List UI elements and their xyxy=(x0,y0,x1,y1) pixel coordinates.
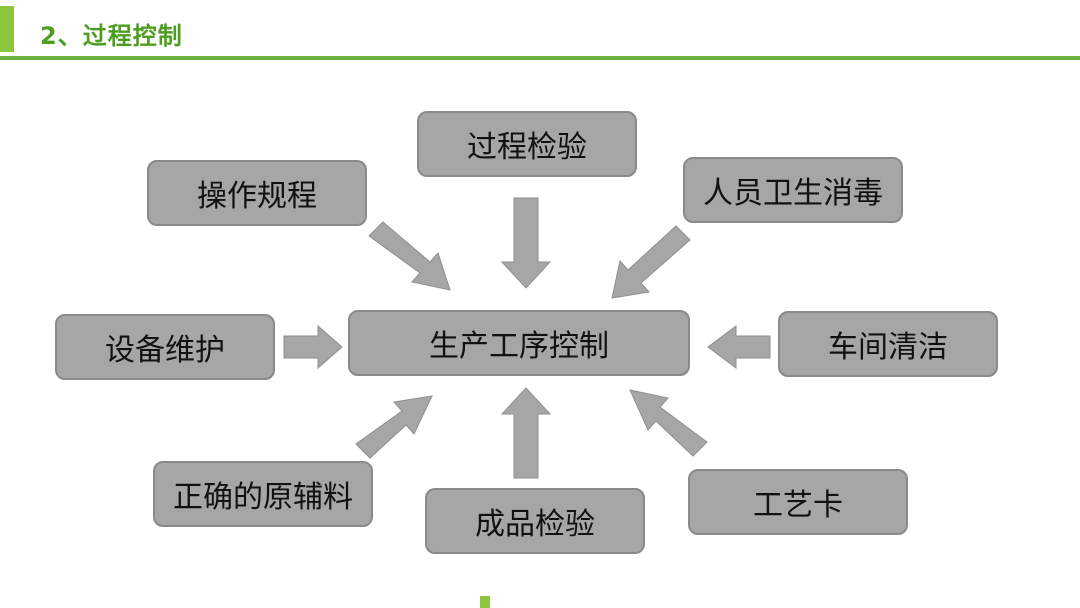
node-center-production-control: 生产工序控制 xyxy=(348,310,690,376)
node-process-inspection: 过程检验 xyxy=(417,111,637,177)
slide-title: 2、过程控制 xyxy=(40,22,183,50)
arrow-workshop-cleaning xyxy=(707,325,771,369)
arrow-equipment-maintenance xyxy=(283,324,343,370)
arrow-product-inspection xyxy=(500,387,552,479)
node-workshop-cleaning: 车间清洁 xyxy=(778,311,998,377)
node-raw-materials: 正确的原辅料 xyxy=(153,461,373,527)
node-equipment-maintenance: 设备维护 xyxy=(55,314,275,380)
node-process-card: 工艺卡 xyxy=(688,469,908,535)
header-divider xyxy=(0,56,1080,60)
footer-accent-mark xyxy=(480,596,490,608)
arrow-process-card xyxy=(629,389,708,457)
node-operating-procedure: 操作规程 xyxy=(147,160,367,226)
arrow-raw-materials xyxy=(355,395,433,459)
arrow-personnel-hygiene xyxy=(611,225,691,299)
arrow-process-inspection xyxy=(500,197,552,289)
node-personnel-hygiene: 人员卫生消毒 xyxy=(683,157,903,223)
arrow-operating-procedure xyxy=(368,221,451,291)
node-product-inspection: 成品检验 xyxy=(425,488,645,554)
header-accent-bar xyxy=(0,6,14,52)
